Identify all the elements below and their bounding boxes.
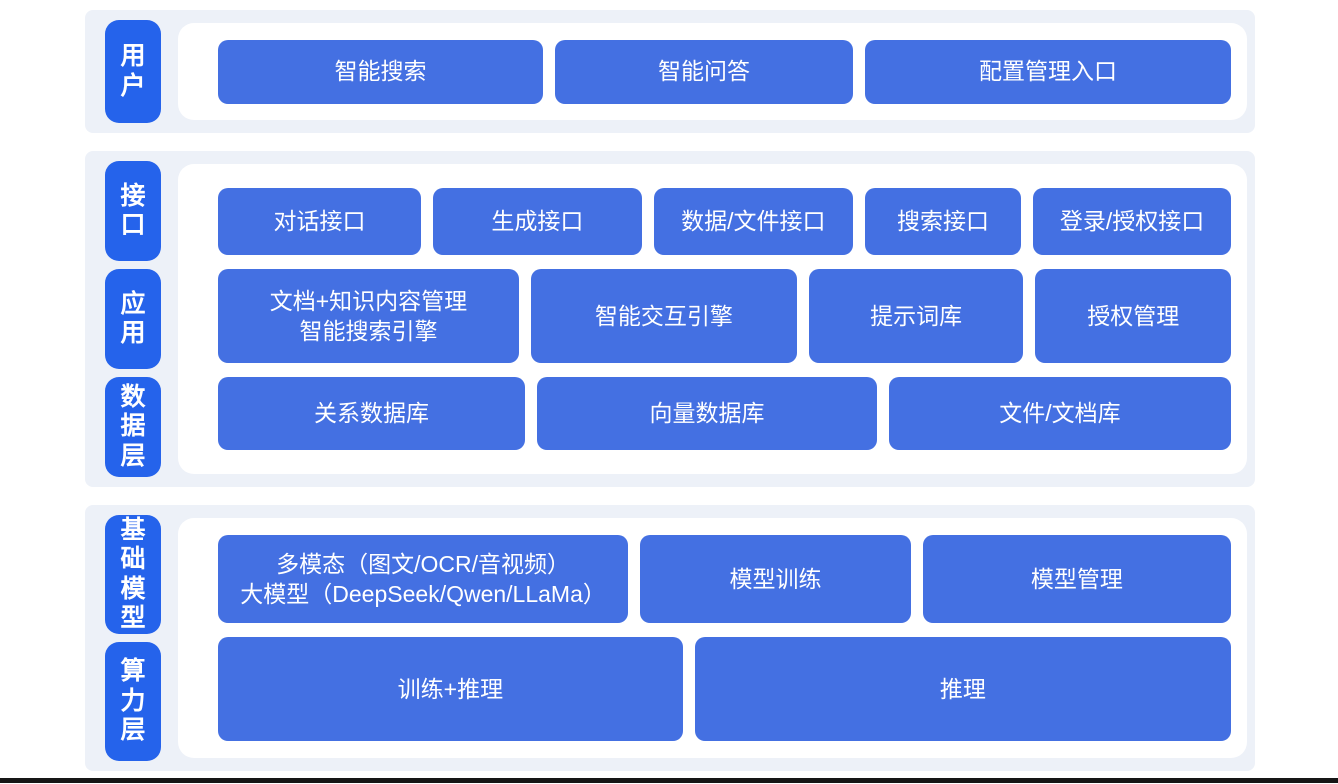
diagram-box-text: 搜索接口 bbox=[896, 208, 989, 235]
layer-label-interface: 接口 bbox=[105, 161, 161, 261]
diagram-box: 智能交互引擎 bbox=[530, 269, 797, 363]
section-panel-user: 用户 智能搜索 智能问答 配置管理入口 bbox=[85, 10, 1255, 133]
diagram-box: 训练+推理 bbox=[218, 637, 683, 741]
section-panel-interface-app-data: 接口应用数据层 对话接口 生成接口 数据/文件接口 搜索接口 登录/授权接口文档+知识内容… bbox=[85, 151, 1255, 487]
diagram-row: 多模态（图文/OCR/音视频） 大模型（DeepSeek/Qwen/LLaMa） 模… bbox=[218, 535, 1231, 623]
diagram-box: 向量数据库 bbox=[537, 377, 877, 450]
layer-label-user: 用户 bbox=[105, 20, 161, 123]
diagram-row: 对话接口 生成接口 数据/文件接口 搜索接口 登录/授权接口 bbox=[218, 188, 1231, 255]
layer-label-text: 接口 bbox=[120, 181, 146, 240]
diagram-row: 文档+知识内容管理智能搜索引擎 智能交互引擎 提示词库 授权管理 bbox=[218, 269, 1231, 363]
diagram-row: 关系数据库 向量数据库 文件/文档库 bbox=[218, 377, 1231, 450]
diagram-box-text: 模型训练 bbox=[729, 565, 822, 592]
diagram-box: 对话接口 bbox=[218, 188, 421, 255]
diagram-box-text: 向量数据库 bbox=[649, 400, 765, 427]
layer-label-text: 基础模型 bbox=[120, 515, 146, 633]
diagram-box-text: 生成接口 bbox=[491, 208, 584, 235]
diagram-box: 登录/授权接口 bbox=[1033, 188, 1231, 255]
diagram-box: 模型训练 bbox=[640, 535, 911, 623]
diagram-box: 搜索接口 bbox=[864, 188, 1022, 255]
diagram-box: 文档+知识内容管理智能搜索引擎 bbox=[218, 269, 519, 363]
layer-label-text: 用户 bbox=[120, 42, 146, 100]
section-body: 智能搜索 智能问答 配置管理入口 bbox=[178, 23, 1247, 120]
diagram-box-text: 登录/授权接口 bbox=[1059, 208, 1205, 235]
diagram-box: 配置管理入口 bbox=[864, 39, 1231, 104]
diagram-box: 多模态（图文/OCR/音视频） 大模型（DeepSeek/Qwen/LLaMa） bbox=[218, 535, 629, 623]
layer-labels: 用户 bbox=[105, 20, 161, 123]
diagram-box-text: 授权管理 bbox=[1087, 302, 1180, 329]
diagram-box-text: 智能交互引擎 bbox=[594, 302, 733, 329]
diagram-box: 提示词库 bbox=[808, 269, 1024, 363]
diagram-box: 智能搜索 bbox=[218, 39, 543, 104]
layer-label-text: 算力层 bbox=[120, 657, 146, 745]
layer-labels: 基础模型算力层 bbox=[105, 515, 161, 761]
diagram-box-line: 智能搜索引擎 bbox=[299, 318, 438, 344]
diagram-box: 推理 bbox=[694, 637, 1231, 741]
diagram-box-text: 数据/文件接口 bbox=[681, 208, 826, 235]
layer-label-compute-layer: 算力层 bbox=[105, 642, 161, 761]
layer-label-data-layer: 数据层 bbox=[105, 377, 161, 477]
diagram-box-line: 文档+知识内容管理 bbox=[269, 287, 468, 314]
diagram-box-text: 文件/文档库 bbox=[999, 400, 1121, 427]
layer-label-text: 应用 bbox=[120, 289, 146, 348]
diagram-box-text: 智能问答 bbox=[657, 58, 750, 85]
layer-label-foundation-model: 基础模型 bbox=[105, 515, 161, 634]
diagram-box-text: 模型管理 bbox=[1030, 565, 1123, 592]
section-body: 对话接口 生成接口 数据/文件接口 搜索接口 登录/授权接口文档+知识内容管理智能搜索引… bbox=[178, 164, 1247, 474]
bottom-divider bbox=[0, 778, 1338, 783]
diagram-content: 用户 智能搜索 智能问答 配置管理入口接口应用数据层 对话接口 生成接口 数据/文件接口 搜索… bbox=[85, 10, 1255, 771]
diagram-box: 关系数据库 bbox=[218, 377, 525, 450]
section-body: 多模态（图文/OCR/音视频） 大模型（DeepSeek/Qwen/LLaMa） 模… bbox=[178, 518, 1247, 758]
layer-labels: 接口应用数据层 bbox=[105, 161, 161, 477]
diagram-row: 训练+推理 推理 bbox=[218, 637, 1231, 741]
diagram-box-text: 训练+推理 bbox=[397, 675, 504, 702]
diagram-box-line: 大模型（DeepSeek/Qwen/LLaMa） bbox=[240, 581, 606, 607]
diagram-box-text: 智能搜索 bbox=[334, 58, 427, 85]
diagram-box-text: 配置管理入口 bbox=[978, 58, 1117, 85]
diagram-box: 智能问答 bbox=[554, 39, 853, 104]
diagram-box: 授权管理 bbox=[1035, 269, 1231, 363]
diagram-box: 模型管理 bbox=[922, 535, 1231, 623]
diagram-box: 文件/文档库 bbox=[889, 377, 1231, 450]
layer-label-application: 应用 bbox=[105, 269, 161, 369]
section-panel-foundation-compute: 基础模型算力层 多模态（图文/OCR/音视频） 大模型（DeepSeek/Qwen/… bbox=[85, 505, 1255, 771]
diagram-box: 生成接口 bbox=[432, 188, 642, 255]
diagram-box-text: 关系数据库 bbox=[314, 400, 429, 427]
diagram-box: 数据/文件接口 bbox=[653, 188, 853, 255]
diagram-row: 智能搜索 智能问答 配置管理入口 bbox=[218, 39, 1231, 104]
layer-label-text: 数据层 bbox=[120, 382, 146, 470]
diagram-box-text: 提示词库 bbox=[870, 302, 963, 329]
diagram-box-text: 推理 bbox=[939, 675, 986, 702]
diagram-box-text: 对话接口 bbox=[273, 208, 366, 235]
diagram-box-line: 多模态（图文/OCR/音视频） bbox=[276, 550, 571, 577]
